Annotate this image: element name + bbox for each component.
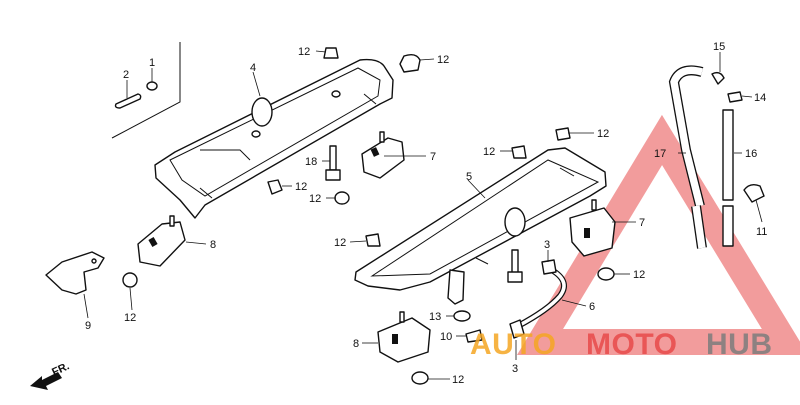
part-13-washer (453, 310, 471, 322)
label-10: 10 (440, 331, 452, 343)
label-2: 2 (123, 69, 129, 81)
label-3-lower: 3 (512, 363, 518, 375)
label-18: 18 (305, 156, 317, 168)
part-7-mount-right (569, 199, 616, 257)
label-12-c: 12 (295, 181, 307, 193)
label-12-bottom: 12 (452, 374, 464, 386)
front-direction-label: FR. (50, 360, 71, 378)
part-2-pin (114, 93, 142, 109)
label-12-b: 12 (437, 54, 449, 66)
label-8-left: 8 (210, 239, 216, 251)
part-18-bolt (325, 145, 341, 181)
part-16-tube (722, 109, 734, 247)
part-12-nuts (122, 47, 615, 385)
label-12-e: 12 (124, 312, 136, 324)
part-bolt-center (507, 249, 523, 283)
part-1-collar (146, 81, 158, 91)
front-direction-arrow (30, 372, 62, 390)
frame-corner-line (111, 42, 181, 139)
label-12-g: 12 (483, 146, 495, 158)
label-4: 4 (250, 62, 256, 74)
watermark-moto: MOTO (586, 328, 677, 361)
part-11-clamp (743, 183, 765, 203)
label-12-h: 12 (334, 237, 346, 249)
label-12-a: 12 (298, 46, 310, 58)
label-6: 6 (589, 301, 595, 313)
leader-lines (129, 50, 636, 380)
label-13: 13 (429, 311, 441, 323)
label-11: 11 (756, 226, 767, 238)
part-9-bracket (45, 251, 105, 295)
part-14-clamp (727, 91, 743, 103)
label-17: 17 (654, 148, 666, 160)
label-16: 16 (745, 148, 757, 160)
watermark-hub: HUB (706, 328, 773, 361)
part-17-breather-tube (668, 65, 707, 249)
part-15-clip (711, 71, 725, 85)
watermark-text: AUTO MOTO HUB (470, 328, 773, 361)
part-6-hose (509, 259, 567, 339)
label-12-i: 12 (633, 269, 645, 281)
label-12-d: 12 (309, 193, 321, 205)
part-7-mount-upper (361, 131, 405, 179)
part-number-labels: 1 2 4 12 12 7 18 12 12 8 12 9 12 12 5 12… (85, 41, 767, 386)
label-7-upper: 7 (430, 151, 436, 163)
label-8-lower: 8 (353, 338, 359, 350)
label-1: 1 (149, 57, 155, 69)
label-14: 14 (754, 92, 766, 104)
part-10-bolt (465, 329, 483, 343)
part-5-subframe (354, 147, 607, 305)
label-15: 15 (713, 41, 725, 53)
watermark-auto: AUTO (470, 328, 556, 361)
label-3-upper: 3 (544, 239, 550, 251)
part-8-mount-left (137, 215, 186, 267)
label-12-f: 12 (597, 128, 609, 140)
label-9: 9 (85, 320, 91, 332)
label-7-right: 7 (639, 217, 645, 229)
part-4-subframe (154, 58, 394, 219)
part-8-mount-lower (377, 311, 431, 363)
label-5: 5 (466, 171, 472, 183)
